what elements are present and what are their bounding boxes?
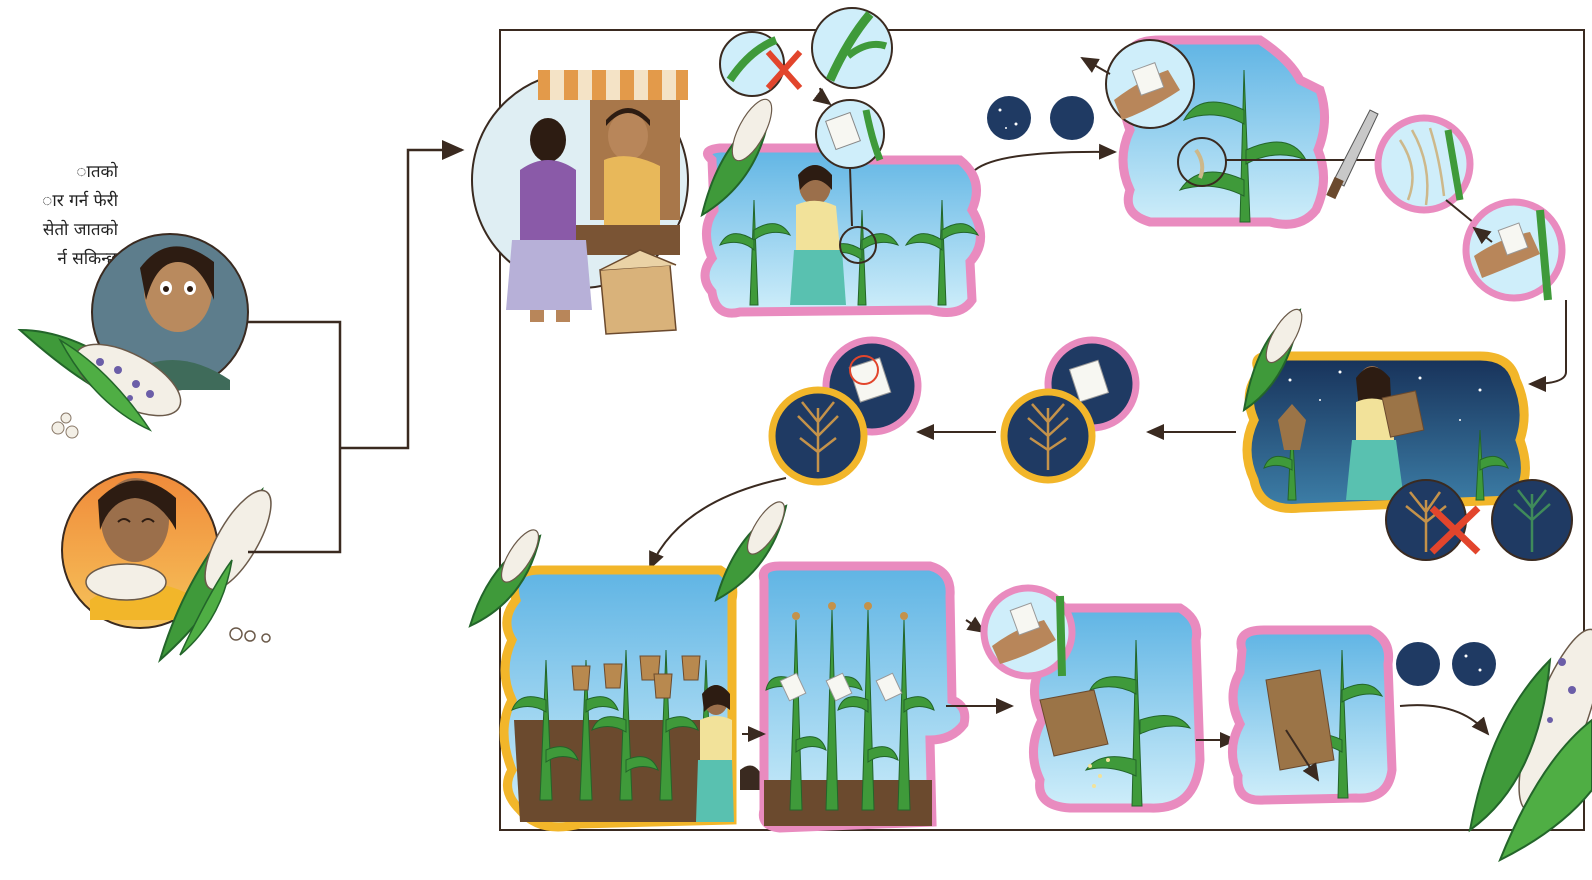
arrow-icon: [1400, 705, 1488, 734]
arrow-icon: [975, 152, 1115, 170]
panel-pollen-shaking: [984, 588, 1200, 808]
crescent-moon-icon: [1396, 642, 1440, 686]
hand-bagging-circle: [1466, 202, 1562, 300]
arrow-icon: [1530, 300, 1566, 384]
full-moon-icon: [987, 96, 1031, 140]
tassel-bag-circle-pair-b: [772, 340, 918, 482]
panel-field-bagged-ears: [504, 570, 760, 827]
full-moon-icon: [1452, 642, 1496, 686]
bracket-connector: [248, 150, 462, 552]
panel-bagging-ear: [1082, 40, 1390, 224]
panel-field-labeled: [763, 566, 964, 828]
crescent-moon-icon: [1050, 96, 1094, 140]
seed-shop-scene: [472, 70, 688, 334]
panel-ear-bag-covered: [1232, 630, 1392, 800]
panel-night-tassel-bagging: [1247, 356, 1525, 508]
tassel-bag-circle-pair-a: [1004, 340, 1136, 480]
silk-cutting-step: [1326, 110, 1490, 236]
